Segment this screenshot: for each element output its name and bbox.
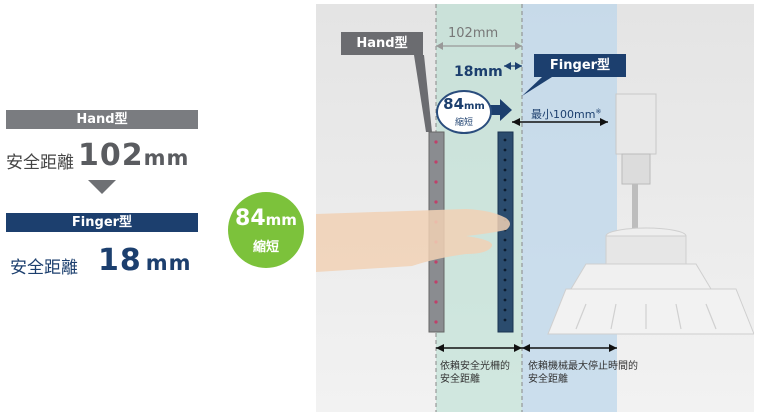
min-distance-label: 最小100mm※ [531, 106, 601, 122]
bottom-left-note-line2: 安全距離 [440, 374, 480, 385]
min-arrow-right [600, 118, 608, 126]
machine-bed [547, 288, 754, 335]
spindle-chuck [621, 153, 651, 185]
min-distance-text: 最小100mm [531, 108, 596, 121]
min-arrow-left [512, 118, 520, 126]
vise [570, 263, 712, 290]
reduction-bubble: 84mm 縮短 [436, 90, 492, 134]
min-distance-note-mark: ※ [595, 107, 602, 116]
dim-102-arrow-right [515, 42, 522, 50]
hand-safety-distance: 安全距離 102mm [6, 138, 206, 178]
badge-label: 縮短 [252, 240, 279, 255]
dim-18-label: 18mm [454, 64, 503, 80]
dim-18-arrow-left [504, 62, 511, 70]
finger-callout-pointer [522, 77, 552, 96]
finger-distance-label: 安全距離 [10, 258, 78, 278]
dim-18-arrow-right [515, 62, 522, 70]
hand-distance-value: 102mm [78, 138, 189, 173]
hand-distance-unit: mm [143, 146, 190, 170]
hand-distance-number: 102 [78, 138, 144, 173]
badge-number: 84 [235, 206, 266, 231]
finger-light-curtain [497, 131, 514, 333]
bubble-unit: mm [464, 101, 485, 112]
finger-type-callout: Finger型 [534, 54, 626, 77]
hand-callout-pointer [414, 55, 432, 132]
hand-distance-label: 安全距離 [6, 153, 74, 173]
dim-102-label: 102mm [448, 26, 499, 41]
reduction-badge: 84mm 縮短 [228, 192, 304, 268]
shift-arrow-icon [484, 99, 512, 121]
workpiece-body [605, 235, 687, 265]
finger-type-bar: Finger型 [6, 213, 198, 232]
bottom-right-note-line1: 依賴機械最大停止時間的 [528, 361, 638, 372]
bottom-right-note: 依賴機械最大停止時間的 安全距離 [528, 360, 638, 386]
bubble-value: 84mm [438, 95, 490, 113]
drill-bit [632, 184, 638, 232]
scene-graphics [316, 4, 754, 412]
hand-type-bar: Hand型 [6, 110, 198, 129]
finger-distance-number: 18 [98, 243, 142, 278]
bottom-left-note-line1: 依賴安全光柵的 [440, 361, 510, 372]
bed-slots [575, 303, 717, 330]
hand-image [316, 209, 510, 272]
down-arrow-icon [88, 180, 116, 194]
badge-value: 84mm [228, 206, 304, 231]
hand-type-callout: Hand型 [341, 32, 423, 55]
bottom-left-note: 依賴安全光柵的 安全距離 [440, 360, 510, 386]
bubble-number: 84 [443, 95, 465, 113]
finger-distance-unit: mm [145, 251, 192, 275]
bubble-label: 縮短 [454, 118, 473, 128]
bottom-right-note-line2: 安全距離 [528, 374, 568, 385]
spindle-head [615, 93, 657, 155]
installation-scene: Hand型 Finger型 102mm 18mm 84mm 縮短 最小100mm… [316, 4, 754, 412]
badge-unit: mm [265, 211, 297, 229]
dim-102-arrow-left [436, 42, 443, 50]
